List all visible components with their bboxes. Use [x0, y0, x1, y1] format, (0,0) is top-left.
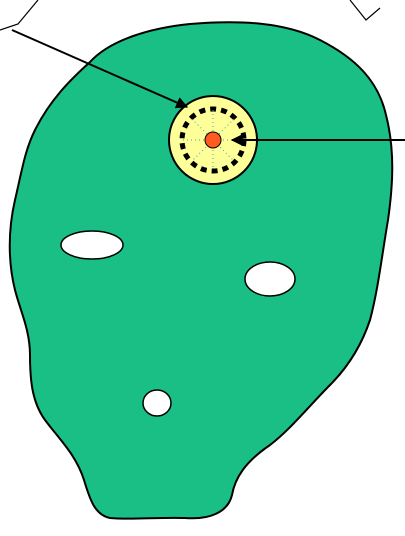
center-dot	[205, 132, 221, 148]
hole-right	[245, 262, 295, 296]
top-left-leader-line	[0, 0, 38, 30]
top-right-leader-line	[350, 0, 380, 20]
hole-bottom	[143, 390, 171, 416]
hole-left	[61, 231, 123, 259]
